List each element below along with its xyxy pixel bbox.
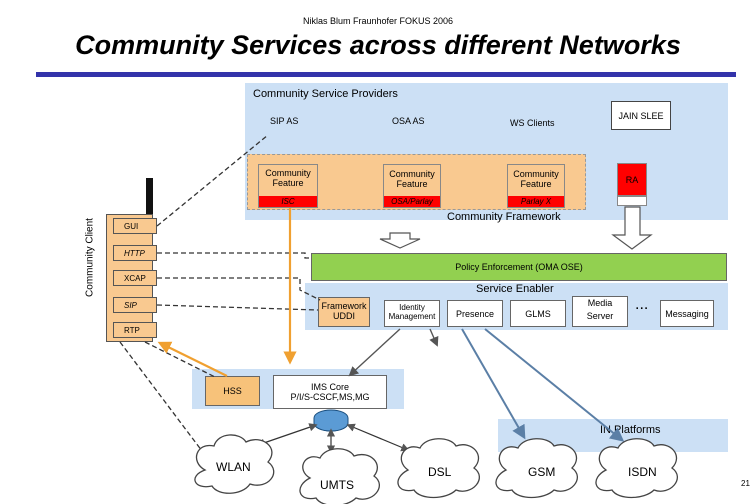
presence-label: Presence	[455, 308, 495, 319]
gui-label: GUI	[124, 222, 139, 231]
title-rule	[36, 72, 736, 77]
ws-clients-label: WS Clients	[510, 118, 555, 128]
hss-to-client-arrow	[157, 341, 228, 377]
osa-parlay-tag: OSA/Parlay	[384, 196, 440, 207]
router-wlan-link	[256, 423, 318, 447]
router-dsl-link	[346, 423, 410, 452]
messaging-box: Messaging	[660, 300, 714, 327]
wlan-label: WLAN	[216, 460, 251, 474]
http-box: HTTP	[113, 245, 157, 261]
presence-box: Presence	[447, 300, 503, 327]
phone-antenna	[146, 178, 153, 216]
parlay-x-tag: Parlay X	[508, 196, 564, 207]
sip-box: SIP	[113, 297, 157, 313]
enabler-to-ims-line-2	[429, 328, 439, 347]
media-label: Media	[587, 298, 613, 308]
identity-label: Identity	[399, 303, 425, 312]
rtp-label: RTP	[124, 326, 140, 335]
isc-tag: ISC	[259, 196, 317, 207]
enabler-to-isdn-line	[484, 328, 625, 442]
wlan-cloud-icon	[194, 434, 275, 494]
dsl-label: DSL	[428, 465, 452, 479]
cf1-line1: Community	[265, 168, 311, 178]
identity-management-box: Identity Management	[384, 300, 440, 327]
link-http-policy	[157, 252, 311, 259]
osa-as-label: OSA AS	[392, 116, 425, 126]
framework-label: Framework	[321, 301, 367, 311]
rtp-box: RTP	[113, 322, 157, 338]
ra-box: RA	[617, 163, 647, 196]
ims-core-label: IMS Core	[310, 382, 349, 392]
sip-label: SIP	[124, 301, 137, 310]
policy-label: Policy Enforcement (OMA OSE)	[455, 262, 583, 272]
xcap-box: XCAP	[113, 270, 157, 286]
sip-as-label: SIP AS	[270, 116, 299, 126]
hss-label: HSS	[223, 386, 242, 396]
umts-cloud-icon	[299, 448, 380, 504]
cf2-line1: Community	[389, 169, 435, 179]
framework-uddi-box: Framework UDDI	[318, 297, 370, 327]
community-feature-sip: Community Feature ISC	[258, 164, 318, 208]
umts-label: UMTS	[320, 478, 354, 492]
link-xcap-enabler	[157, 277, 321, 301]
messaging-label: Messaging	[665, 308, 709, 319]
link-sip-framework	[156, 304, 319, 311]
link-client-sip-as	[156, 134, 269, 227]
glms-box: GLMS	[510, 300, 566, 327]
jain-slee-box: JAIN SLEE	[611, 101, 671, 130]
ra-down-arrow	[611, 206, 653, 250]
isdn-cloud-icon	[595, 438, 678, 499]
xcap-label: XCAP	[124, 274, 146, 283]
community-feature-osa: Community Feature OSA/Parlay	[383, 164, 441, 208]
http-label: HTTP	[124, 249, 145, 258]
router-icon-top	[313, 409, 349, 432]
policy-enforcement-bar: Policy Enforcement (OMA OSE)	[311, 253, 727, 281]
uddi-label: UDDI	[333, 311, 355, 321]
ims-core-sub-label: P/I/S-CSCF,MS,MG	[290, 392, 370, 402]
server-label: Server	[586, 311, 614, 321]
gsm-label: GSM	[528, 465, 556, 479]
page-number: 21	[741, 479, 750, 488]
ra-base	[617, 196, 647, 206]
community-framework-label: Community Framework	[447, 211, 561, 223]
more-enablers-dots: ...	[635, 296, 649, 313]
providers-title: Community Service Providers	[253, 88, 398, 100]
cf2-line2: Feature	[396, 179, 428, 189]
service-enabler-title: Service Enabler	[476, 283, 554, 295]
glms-label: GLMS	[525, 308, 551, 319]
enabler-to-ims-line	[348, 328, 401, 377]
management-label: Management	[388, 312, 436, 321]
media-server-box: Media Server	[572, 296, 628, 327]
gsm-cloud-icon	[495, 438, 578, 499]
author-line: Niklas Blum Fraunhofer FOKUS 2006	[302, 16, 454, 26]
enabler-to-in-line	[461, 328, 526, 440]
gui-box: GUI	[113, 218, 157, 234]
ims-core-box: IMS Core P/I/S-CSCF,MS,MG	[273, 375, 387, 409]
cf3-line2: Feature	[520, 179, 552, 189]
hss-box: HSS	[205, 376, 260, 406]
framework-down-arrow	[379, 232, 421, 249]
page-title: Community Services across different Netw…	[75, 30, 681, 60]
cf3-line1: Community	[513, 169, 559, 179]
jain-slee-label: JAIN SLEE	[618, 110, 664, 121]
cf1-line2: Feature	[272, 178, 304, 188]
community-feature-ws: Community Feature Parlay X	[507, 164, 565, 208]
dsl-cloud-icon	[397, 438, 480, 499]
isdn-label: ISDN	[628, 465, 657, 479]
ra-label: RA	[625, 174, 639, 185]
link-client-ims	[144, 341, 216, 378]
